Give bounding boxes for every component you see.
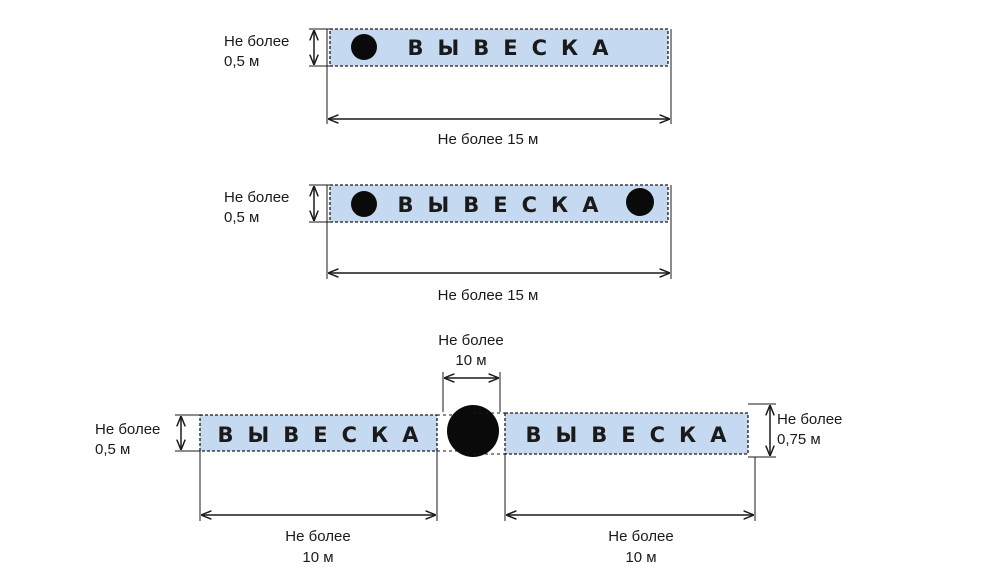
section-2-two-dot-sign: ВЫВЕСКА Не более 0,5 м Не более 15 м bbox=[224, 184, 672, 304]
left-sign-text: ВЫВЕСКА bbox=[218, 423, 433, 447]
left-width-label-line-1: Не более bbox=[285, 528, 350, 545]
gap-label-line-1: Не более bbox=[438, 332, 503, 349]
round-element-right-icon bbox=[626, 188, 654, 216]
height-label-line-1: Не более bbox=[224, 189, 289, 206]
width-label: Не более 15 м bbox=[438, 287, 539, 304]
section-3-corner-signs: Не более 10 м ВЫВЕСКА ВЫВЕСКА Не более 0… bbox=[95, 332, 842, 566]
right-width-label-line-1: Не более bbox=[608, 528, 673, 545]
left-height-label-line-2: 0,5 м bbox=[95, 441, 130, 458]
section-1-single-dot-sign: ВЫВЕСКА Не более 0,5 м Не более 15 м bbox=[224, 28, 672, 148]
gap-label-line-2: 10 м bbox=[455, 352, 486, 369]
height-label-line-1: Не более bbox=[224, 33, 289, 50]
right-width-label-line-2: 10 м bbox=[625, 549, 656, 566]
round-element-left-icon bbox=[351, 191, 377, 217]
sign-panel bbox=[329, 28, 669, 67]
right-sign-text: ВЫВЕСКА bbox=[526, 423, 741, 447]
right-height-label-line-2: 0,75 м bbox=[777, 431, 821, 448]
width-label: Не более 15 м bbox=[438, 131, 539, 148]
left-width-label-line-2: 10 м bbox=[302, 549, 333, 566]
height-label-line-2: 0,5 м bbox=[224, 53, 259, 70]
sign-text: ВЫВЕСКА bbox=[398, 193, 613, 217]
right-height-label-line-1: Не более bbox=[777, 411, 842, 428]
round-element-icon bbox=[351, 34, 377, 60]
sign-panel bbox=[329, 184, 669, 223]
height-label-line-2: 0,5 м bbox=[224, 209, 259, 226]
right-sign-panel bbox=[504, 412, 749, 455]
sign-text: ВЫВЕСКА bbox=[408, 36, 623, 60]
left-height-label-line-1: Не более bbox=[95, 421, 160, 438]
corner-round-element-icon bbox=[447, 405, 499, 457]
left-sign-panel bbox=[199, 414, 438, 452]
